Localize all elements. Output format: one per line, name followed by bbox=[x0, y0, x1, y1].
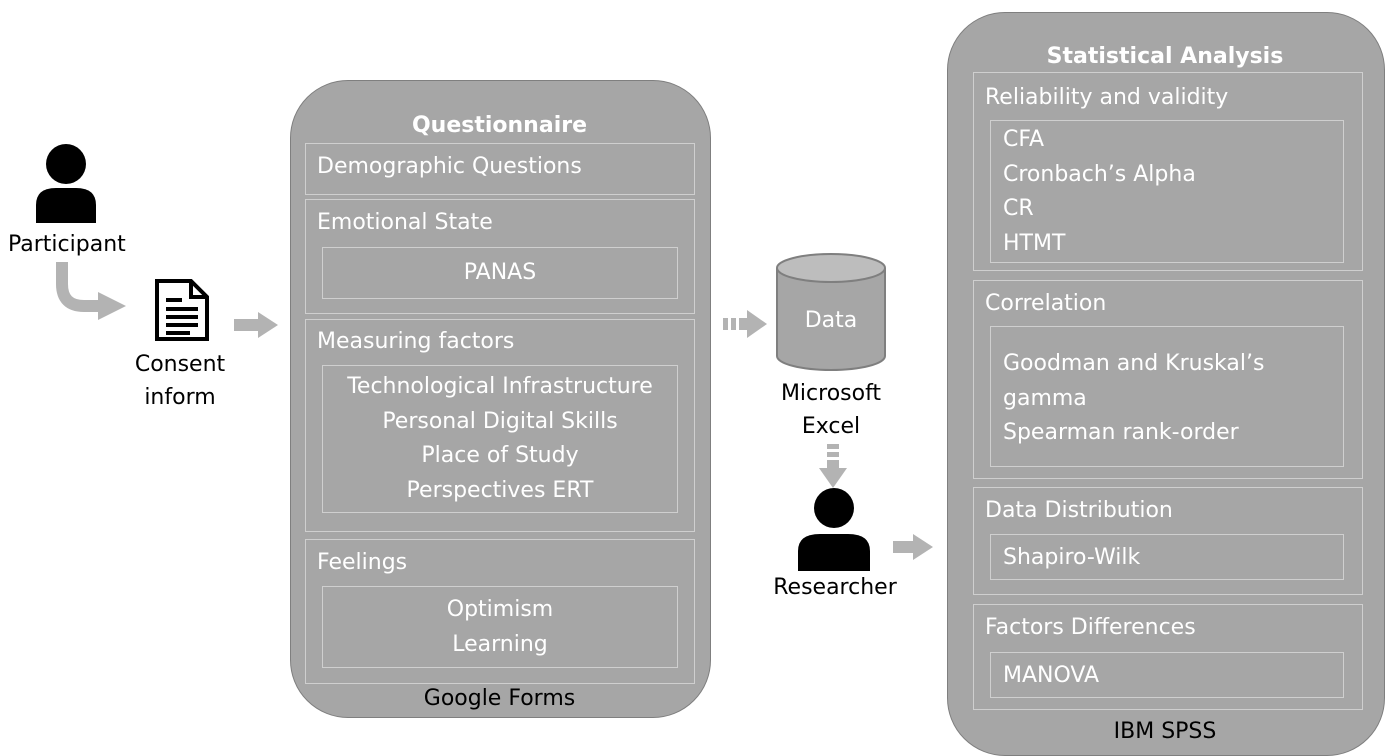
panas-box bbox=[322, 247, 678, 299]
feeling-item: Learning bbox=[452, 631, 548, 657]
arrow-right-icon bbox=[893, 534, 933, 560]
reliability-title: Reliability and validity bbox=[985, 85, 1229, 110]
distribution-title: Data Distribution bbox=[985, 498, 1173, 523]
database-icon bbox=[776, 253, 886, 371]
curved-arrow-icon bbox=[56, 262, 126, 320]
differences-section bbox=[973, 604, 1363, 710]
consent-label: Consent inform bbox=[134, 352, 226, 410]
method-item: CR bbox=[1003, 196, 1034, 221]
correlation-list: Goodman and Kruskal’s gamma Spearman ran… bbox=[1003, 347, 1264, 451]
method-item: gamma bbox=[1003, 385, 1087, 411]
participant-label: Participant bbox=[8, 232, 126, 257]
analysis-footer: IBM SPSS bbox=[1113, 719, 1217, 744]
striped-arrow-down-icon bbox=[819, 444, 847, 488]
correlation-title: Correlation bbox=[985, 291, 1107, 316]
analysis-title: Statistical Analysis bbox=[1046, 44, 1284, 69]
differences-title: Factors Differences bbox=[985, 615, 1196, 640]
questionnaire-title: Questionnaire bbox=[411, 113, 588, 138]
feelings-title: Feelings bbox=[317, 550, 408, 575]
factor-item: Technological Infrastructure bbox=[347, 374, 653, 399]
panas-label: PANAS bbox=[463, 260, 537, 285]
method-item: CFA bbox=[1003, 127, 1045, 152]
measuring-factors-list: Technological Infrastructure Personal Di… bbox=[322, 370, 678, 508]
correlation-box bbox=[990, 326, 1344, 467]
factor-item: Personal Digital Skills bbox=[382, 408, 618, 434]
striped-arrow-right-icon bbox=[723, 310, 767, 338]
method-item: MANOVA bbox=[1003, 663, 1100, 688]
correlation-section bbox=[973, 280, 1363, 479]
researcher-person-icon bbox=[798, 488, 870, 571]
reliability-box bbox=[990, 120, 1344, 263]
measuring-factors-box bbox=[322, 365, 678, 513]
method-item: Cronbach’s Alpha bbox=[1003, 161, 1196, 187]
excel-caption: Microsoft Excel bbox=[780, 381, 882, 439]
factor-item: Perspectives ERT bbox=[406, 477, 594, 503]
arrow-right-icon bbox=[234, 312, 278, 338]
questionnaire-panel bbox=[290, 80, 711, 718]
questionnaire-footer: Google Forms bbox=[423, 686, 576, 711]
reliability-list: CFA Cronbach’s Alpha CR HTMT bbox=[1003, 123, 1196, 261]
demographic-title: Demographic Questions bbox=[317, 154, 582, 179]
emotional-section bbox=[305, 199, 695, 314]
factor-item: Place of Study bbox=[421, 443, 579, 468]
data-label: Data bbox=[804, 308, 858, 333]
method-item: Shapiro-Wilk bbox=[1003, 545, 1141, 570]
measuring-section bbox=[305, 319, 695, 532]
method-item: Goodman and Kruskal’s bbox=[1003, 351, 1265, 376]
differences-box bbox=[990, 652, 1344, 698]
method-item: HTMT bbox=[1003, 230, 1066, 256]
feeling-item: Optimism bbox=[446, 597, 554, 622]
feelings-section bbox=[305, 539, 695, 684]
document-icon bbox=[155, 279, 209, 341]
feelings-list: Optimism Learning bbox=[322, 593, 678, 662]
method-item: Spearman rank-order bbox=[1003, 420, 1239, 445]
analysis-panel bbox=[947, 12, 1385, 756]
researcher-label: Researcher bbox=[773, 575, 897, 600]
participant-person-icon bbox=[36, 144, 96, 223]
reliability-section bbox=[973, 72, 1363, 271]
measuring-title: Measuring factors bbox=[317, 329, 515, 354]
distribution-section bbox=[973, 487, 1363, 595]
demographic-section bbox=[305, 143, 695, 195]
distribution-box bbox=[990, 534, 1344, 580]
emotional-title: Emotional State bbox=[317, 210, 493, 235]
feelings-box bbox=[322, 586, 678, 668]
